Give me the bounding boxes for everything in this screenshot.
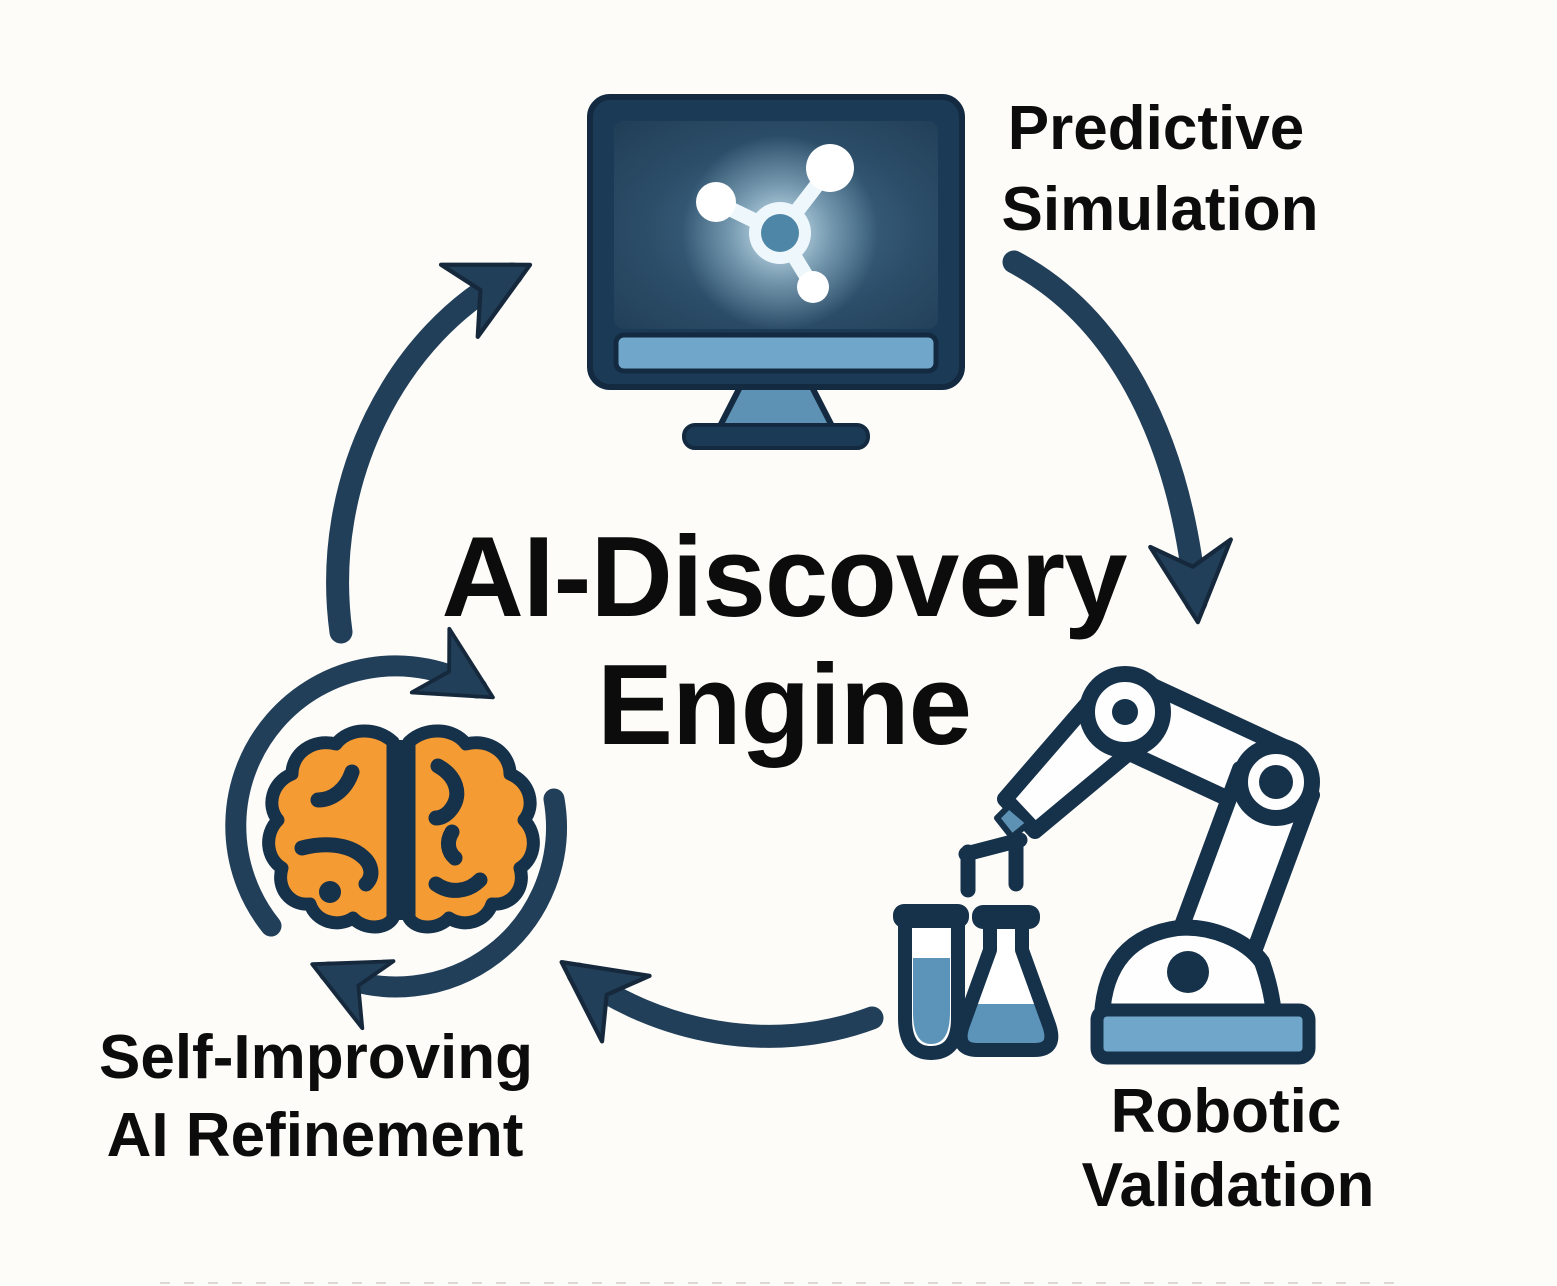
test-tube-liquid [913, 958, 950, 1044]
label-self-improving-ai-refinement: Self-Improving AI Refinement [99, 1023, 533, 1170]
diagram-title: AI-Discovery Engine [442, 514, 1129, 769]
svg-text:Self-Improving: Self-Improving [99, 1023, 533, 1092]
flask-liquid [963, 1004, 1049, 1046]
title-line-1: AI-Discovery [442, 514, 1128, 641]
molecule-icon [682, 135, 878, 331]
robot-base-plate [1090, 1003, 1316, 1065]
monitor-bottom-bar [613, 332, 939, 374]
svg-text:Predictive: Predictive [1008, 94, 1304, 163]
flask-icon [953, 905, 1059, 1057]
arrow-refinement-to-simulation [326, 262, 533, 644]
refresh-arrows-icon [225, 626, 567, 1031]
brain-icon [262, 724, 540, 934]
molecule-atom [797, 271, 829, 303]
label-robotic-validation: Robotic Validation [1082, 1077, 1375, 1220]
molecule-atom [806, 144, 854, 192]
svg-text:Validation: Validation [1082, 1151, 1375, 1220]
robot-arm-icon [958, 666, 1320, 1065]
svg-text:Simulation: Simulation [1002, 175, 1319, 244]
brain-right-hemisphere [402, 724, 540, 934]
monitor-molecule-icon [587, 94, 965, 450]
svg-text:Robotic: Robotic [1111, 1077, 1342, 1146]
brain-cycle-icon [225, 626, 567, 1031]
robot-arm-labware-icon [893, 666, 1320, 1065]
molecule-center-core [761, 214, 799, 252]
arrow-validation-to-refinement [559, 960, 884, 1048]
cycle-arrows [326, 250, 1233, 1048]
title-line-2: Engine [597, 642, 971, 769]
molecule-atom [696, 182, 736, 222]
monitor-stand-neck [714, 384, 838, 431]
arrow-simulation-to-validation [1002, 250, 1233, 625]
label-predictive-simulation: Predictive Simulation [1002, 94, 1319, 244]
monitor-stand-base [682, 423, 870, 450]
svg-text:AI Refinement: AI Refinement [107, 1101, 524, 1170]
